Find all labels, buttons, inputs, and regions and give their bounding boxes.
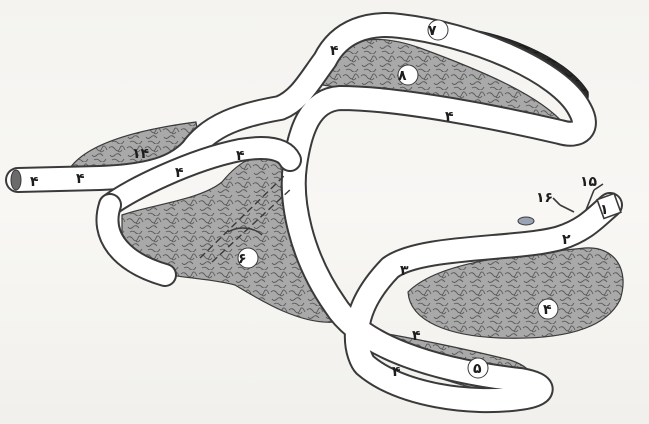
label-1: ۱ <box>600 202 609 218</box>
label-14: ۱۰ <box>517 58 534 74</box>
label-4-a: ۴ <box>236 148 245 164</box>
label-3: ۳ <box>400 263 409 279</box>
label-2: ۲ <box>562 232 571 248</box>
label-8: ۴ <box>543 302 552 318</box>
label-16: ۱۶ <box>536 190 553 206</box>
label-12: ۸ <box>398 68 407 84</box>
label-4-c: ۴ <box>445 109 454 125</box>
label-4-d: ۴ <box>412 328 421 344</box>
small-worm-icon <box>518 217 534 225</box>
label-7: ۴ <box>30 174 39 190</box>
label-5: ۴ <box>175 165 184 181</box>
label-9: ۵ <box>473 361 482 377</box>
label-4-b: ۴ <box>330 43 339 59</box>
label-15: ۱۵ <box>580 174 598 190</box>
label-13: ۱۴ <box>132 146 150 162</box>
label-10: ۶ <box>238 251 247 267</box>
label-6: ۴ <box>76 171 85 187</box>
label-11: ۷ <box>428 23 437 39</box>
tube-opening <box>11 170 21 190</box>
label-4-e: ۴ <box>392 364 401 380</box>
